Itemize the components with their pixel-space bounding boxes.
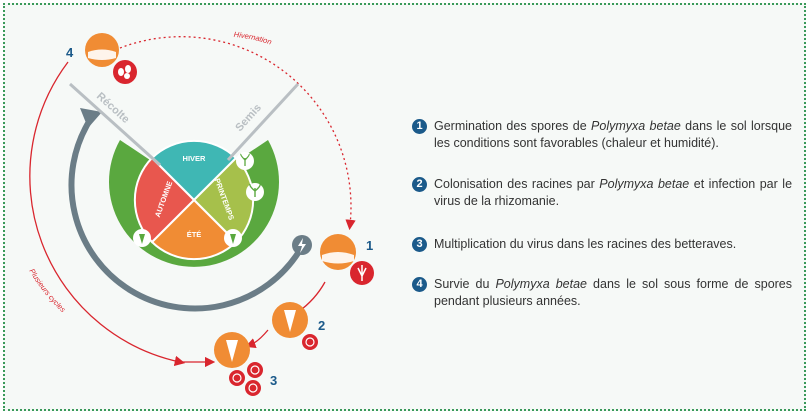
marker-3-num: 3: [270, 373, 277, 388]
step-2-badge: 2: [412, 177, 427, 192]
step-4-text: Survie du Polymyxa betae dans le sol sou…: [434, 276, 792, 310]
arrow-2-to-3: [250, 330, 268, 345]
label-winter: HIVER: [183, 154, 207, 163]
marker-1-num: 1: [366, 238, 373, 253]
step-1-text: Germination des spores de Polymyxa betae…: [434, 118, 792, 152]
step-4: 4 Survie du Polymyxa betae dans le sol s…: [412, 276, 792, 310]
label-summer: ÉTÉ: [187, 230, 202, 239]
infection-icon: [302, 334, 318, 350]
step-2: 2 Colonisation des racines par Polymyxa …: [412, 176, 792, 210]
step-1: 1 Germination des spores de Polymyxa bet…: [412, 118, 792, 152]
label-semis: Semis: [233, 102, 264, 134]
step-3: 3 Multiplication du virus dans les racin…: [412, 236, 792, 253]
hivernation-label: Hivernation: [233, 30, 272, 47]
step-2-text: Colonisation des racines par Polymyxa be…: [434, 176, 792, 210]
marker-2-num: 2: [318, 318, 325, 333]
marker-3: 3: [214, 332, 277, 396]
step-1-badge: 1: [412, 119, 427, 134]
step-4-badge: 4: [412, 277, 427, 292]
spores-icon: [113, 60, 137, 84]
cycles-label: Plusieurs cycles: [27, 267, 67, 314]
step-3-badge: 3: [412, 237, 427, 252]
step-3-text: Multiplication du virus dans les racines…: [434, 236, 792, 253]
marker-1: 1: [320, 234, 374, 285]
marker-4-num: 4: [66, 45, 74, 60]
marker-2: 2: [272, 302, 325, 350]
marker-4: 4: [66, 33, 137, 84]
